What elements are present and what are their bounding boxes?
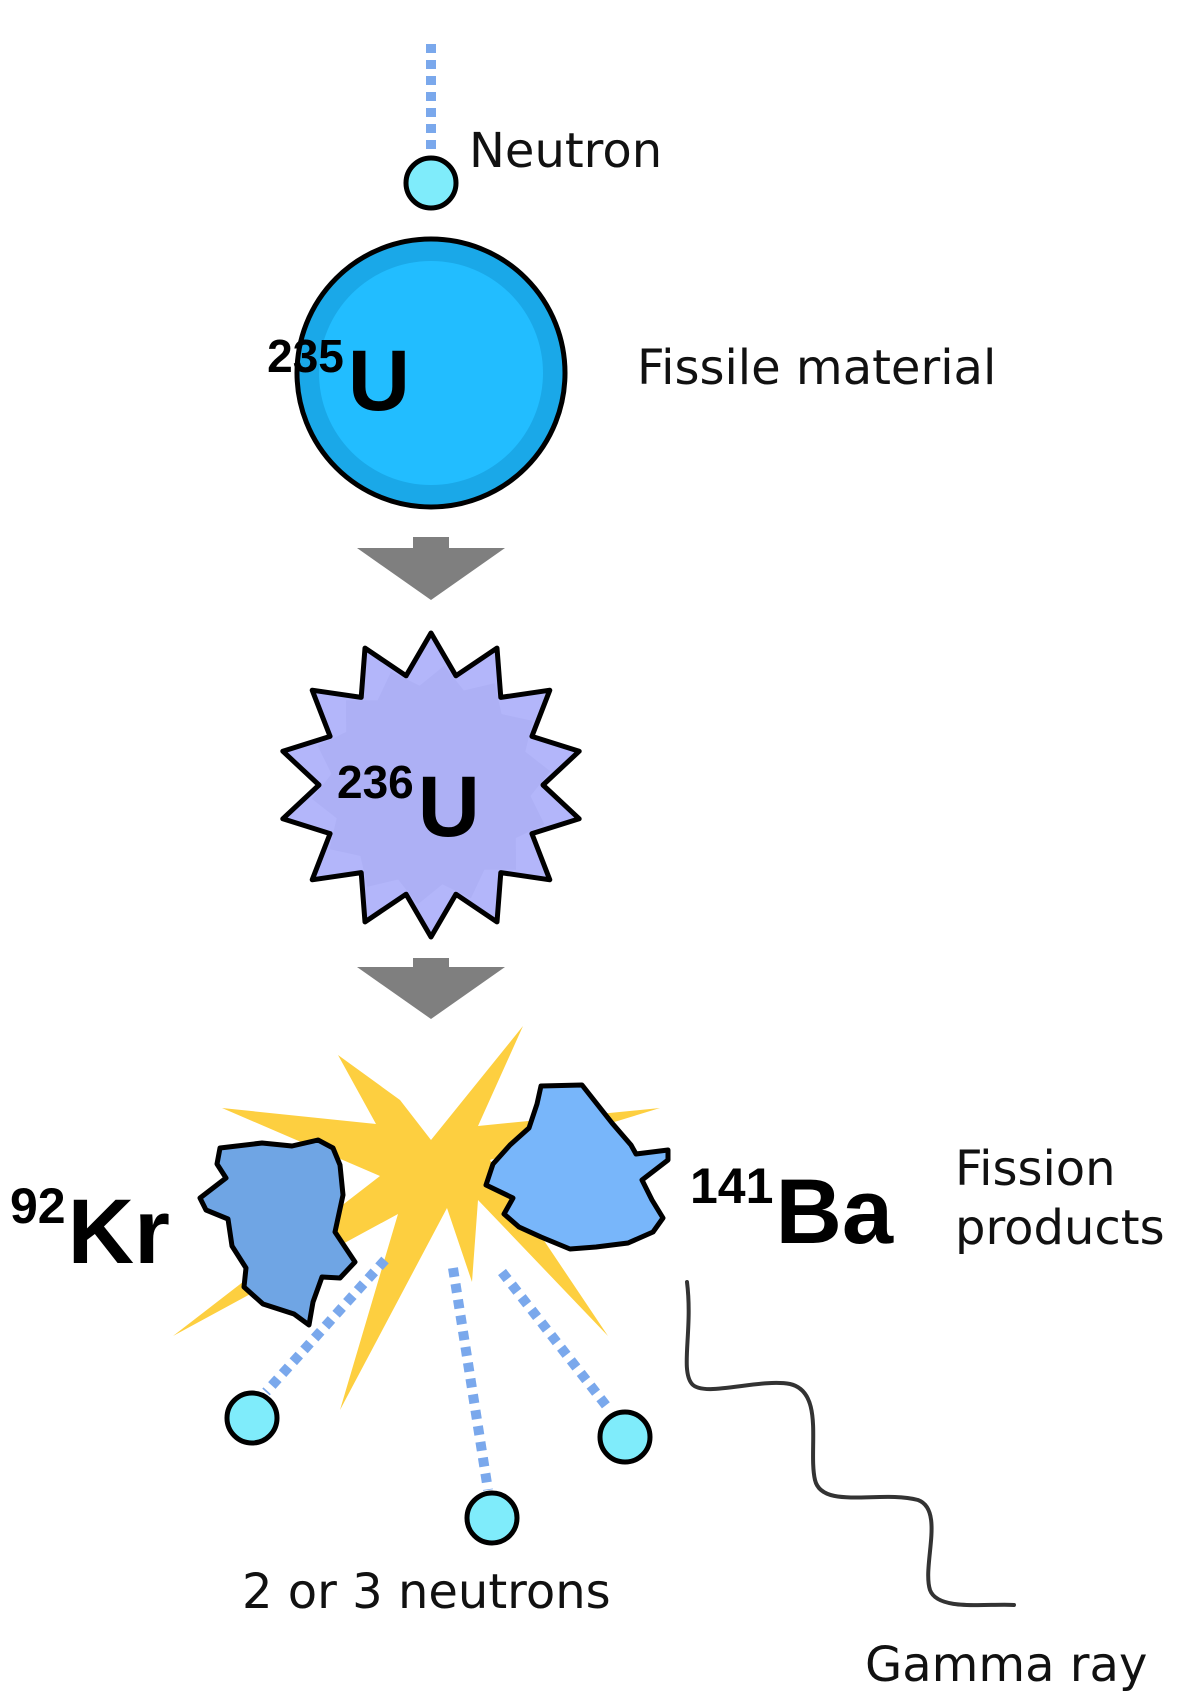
process-arrow-2 [357,958,505,1019]
u235-symbol: U [348,333,410,429]
incoming-neutron [403,155,459,211]
u236-symbol: U [418,759,480,855]
u236-nucleus: 236U [280,630,582,940]
outgoing-neutron-track-left [262,1256,389,1396]
u235-mass-number: 235 [267,330,344,382]
neutrons-out-label: 2 or 3 neutrons [242,1564,611,1620]
fission-products-label-line1: Fission [955,1141,1116,1197]
kr92-symbol: Kr [68,1181,170,1283]
outgoing-neutron-left [224,1390,280,1446]
u235-nucleus: 235U [267,236,568,510]
outgoing-neutron-track-middle [448,1267,493,1491]
gamma-ray-label: Gamma ray [865,1637,1147,1693]
outgoing-neutron-right [597,1409,653,1465]
fission-products-label-line2: products [955,1200,1165,1256]
ba141-fragment [483,1082,671,1252]
kr92-fragment [197,1137,358,1328]
neutron-label: Neutron [469,123,662,179]
ba141-symbol: Ba [775,1161,893,1263]
svg-text:141Ba: 141Ba [690,1158,894,1263]
kr92-mass-number: 92 [10,1178,66,1234]
svg-text:235U: 235U [267,330,410,429]
outgoing-neutron-track-right [498,1268,612,1412]
svg-text:92Kr: 92Kr [10,1178,170,1283]
ba141-mass-number: 141 [690,1158,773,1214]
outgoing-neutron-middle [464,1490,520,1546]
svg-text:236U: 236U [337,756,480,855]
process-arrow-1 [357,537,505,600]
gamma-ray-wave [684,1280,1016,1608]
fissile-material-label: Fissile material [637,340,996,396]
u236-mass-number: 236 [337,756,414,808]
